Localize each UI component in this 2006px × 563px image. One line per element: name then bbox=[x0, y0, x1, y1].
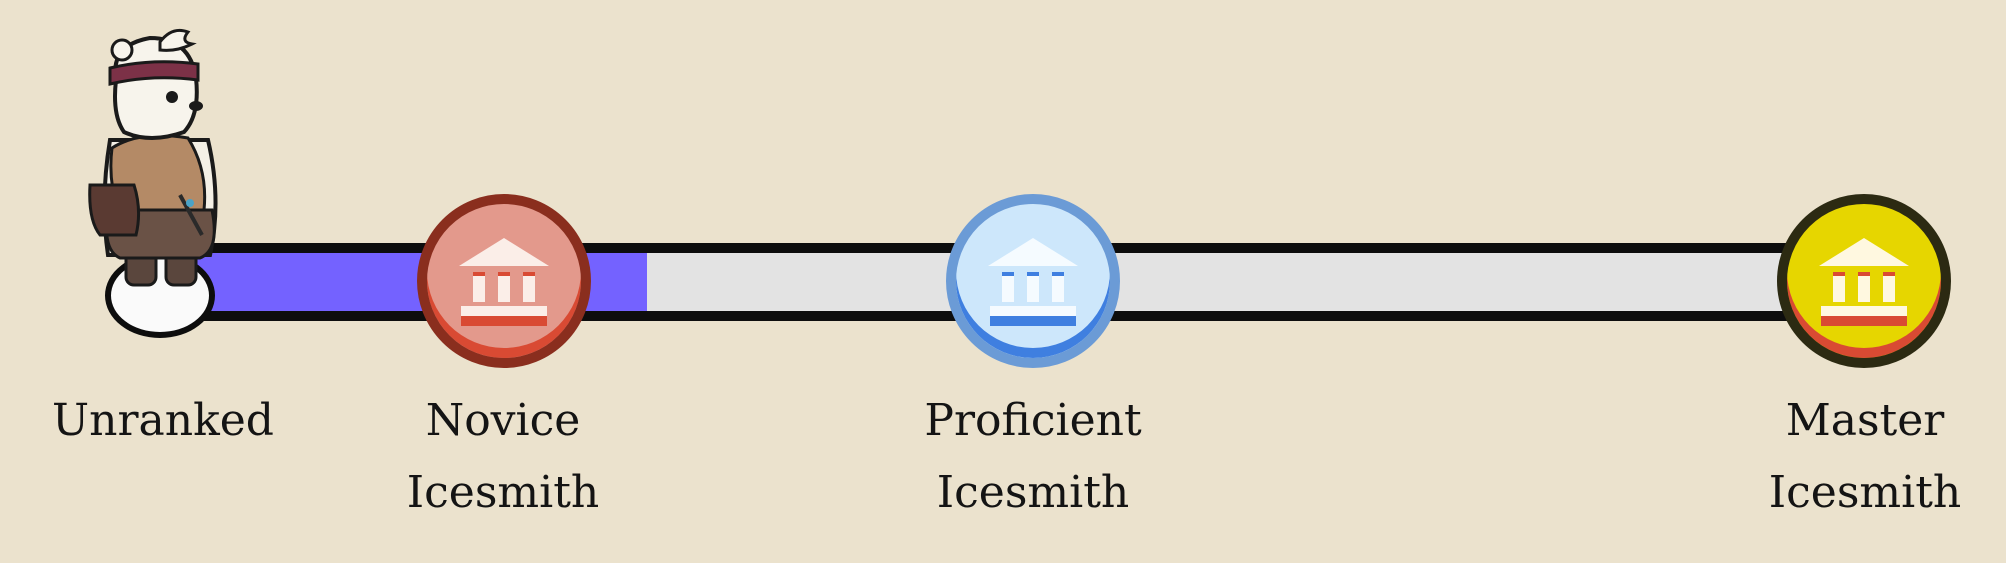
rank-name-line2: Icesmith bbox=[406, 467, 600, 518]
rank-name-line1: Unranked bbox=[52, 395, 274, 446]
rank-label-novice: Novice Icesmith bbox=[353, 385, 653, 529]
rank-name-line1: Master bbox=[1785, 395, 1945, 446]
novice-rank-badge[interactable] bbox=[417, 194, 591, 368]
rank-label-master: Master Icesmith bbox=[1715, 385, 2006, 529]
rank-label-proficient: Proficient Icesmith bbox=[883, 385, 1183, 529]
rank-name-line2: Icesmith bbox=[936, 467, 1130, 518]
rank-name-line2: Icesmith bbox=[1768, 467, 1962, 518]
bank-icon bbox=[1819, 238, 1909, 326]
rank-name-line1: Novice bbox=[425, 395, 581, 446]
proficient-rank-badge[interactable] bbox=[946, 194, 1120, 368]
bank-icon bbox=[459, 238, 549, 326]
polar-bear-character bbox=[88, 28, 218, 287]
rank-label-unranked: Unranked bbox=[13, 385, 313, 457]
rank-name-line1: Proficient bbox=[924, 395, 1142, 446]
bank-icon bbox=[988, 238, 1078, 326]
master-rank-badge[interactable] bbox=[1777, 194, 1951, 368]
